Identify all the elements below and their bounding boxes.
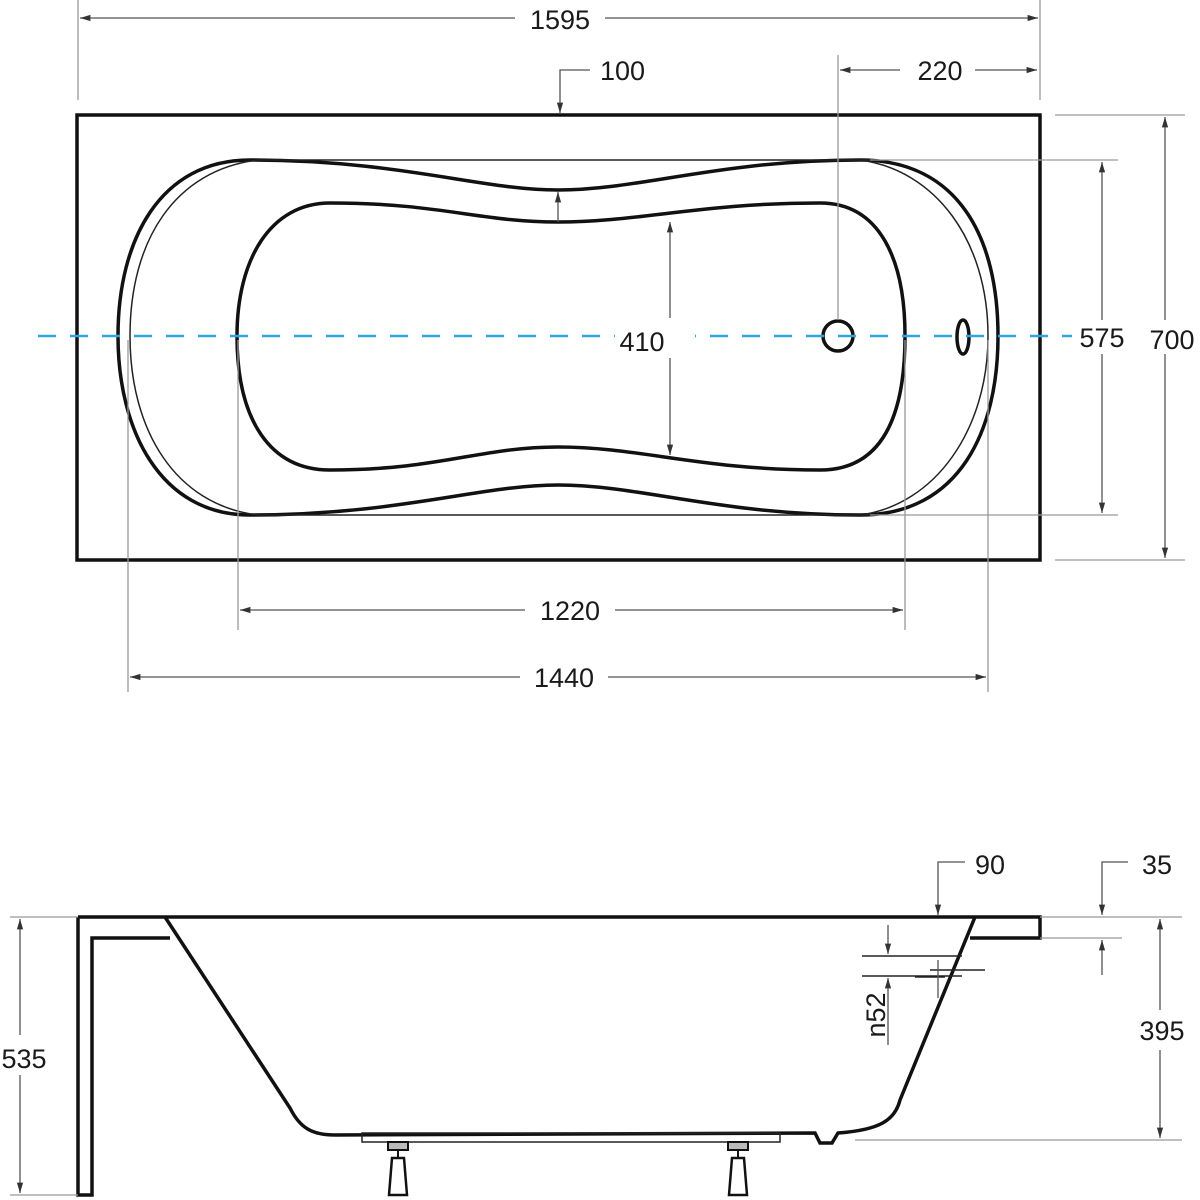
dim-90: 90 [975, 850, 1005, 880]
base-frame [361, 1132, 781, 1143]
overflow-marks [862, 955, 985, 978]
dim-35: 35 [1142, 850, 1172, 880]
side-view: n52 90 35 395 535 [1, 850, 1185, 1197]
rim-top [76, 915, 1042, 1197]
dim-700: 700 [1149, 325, 1194, 355]
leg-left [387, 1141, 409, 1197]
tub-outer-rectangle [75, 113, 1042, 562]
dim-410: 410 [619, 327, 664, 357]
dim-n52: n52 [861, 992, 891, 1037]
dim-220: 220 [917, 56, 962, 86]
dim-100: 100 [600, 56, 645, 86]
dim-1440: 1440 [534, 663, 594, 693]
dim-1220: 1220 [540, 596, 600, 626]
leg-right [727, 1141, 749, 1197]
dim-575: 575 [1079, 323, 1124, 353]
tub-rim-secondary-line [129, 159, 989, 516]
dim-1595: 1595 [530, 5, 590, 35]
tub-body-profile [163, 916, 977, 1145]
leader-line [556, 69, 590, 113]
tub-bottom-outline [235, 201, 907, 472]
dim-535: 535 [1, 1044, 46, 1074]
leader-line [934, 861, 965, 915]
top-view: 1595 100 220 575 700 410 1220 [38, 0, 1200, 693]
leader-line [1098, 861, 1128, 915]
dim-395: 395 [1139, 1016, 1184, 1046]
